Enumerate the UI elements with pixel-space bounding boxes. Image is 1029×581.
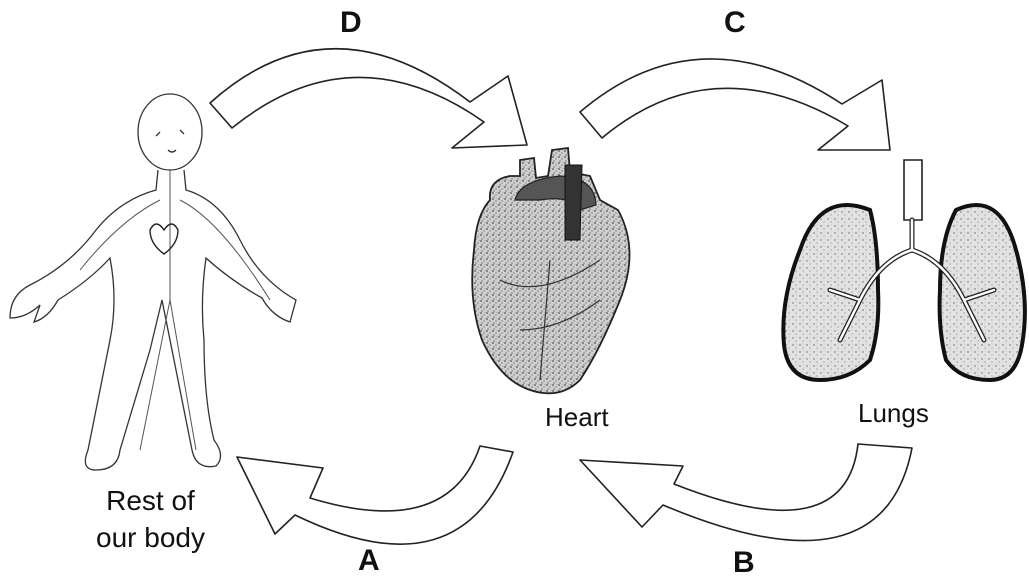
body-label-line2: our body — [96, 522, 205, 553]
lungs-illustration — [781, 159, 1027, 383]
body-label-line1: Rest of — [106, 485, 195, 516]
arrow-c — [579, 58, 891, 151]
arrow-label-d: D — [340, 6, 362, 39]
body-label: Rest of our body — [96, 482, 205, 556]
heart-label: Heart — [545, 402, 609, 432]
arrow-label-a: A — [358, 544, 380, 577]
human-body-illustration — [9, 93, 297, 471]
arrow-label-c: C — [724, 6, 746, 39]
heart-illustration — [471, 146, 631, 395]
arrow-a — [236, 445, 514, 545]
arrow-d — [209, 47, 528, 149]
lungs-label: Lungs — [858, 398, 929, 428]
arrow-label-b: B — [733, 546, 755, 579]
arrow-b — [579, 443, 913, 542]
